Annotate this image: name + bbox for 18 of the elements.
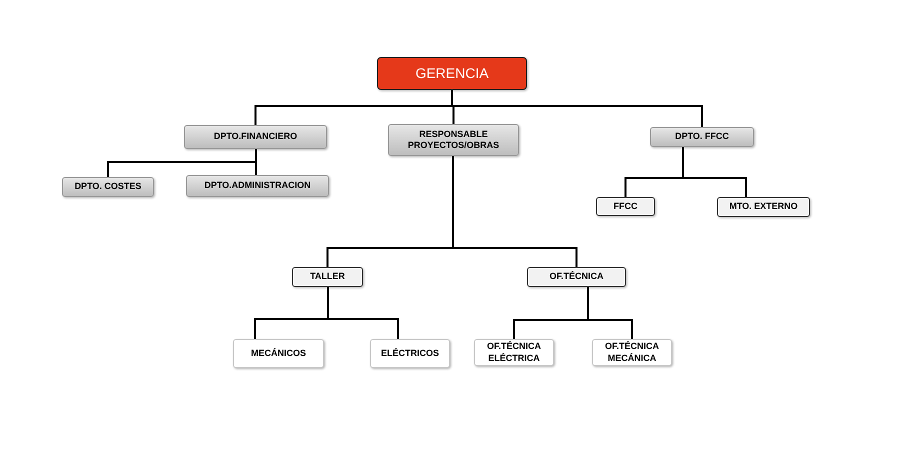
org-box: RESPONSABLE PROYECTOS/OBRAS: [388, 124, 519, 156]
connector-line: [587, 287, 633, 339]
org-box: MTO. EXTERNO: [717, 197, 810, 217]
connector-line: [452, 156, 578, 267]
connector-line: [255, 149, 257, 175]
org-box: MECÁNICOS: [233, 339, 324, 368]
org-box: GERENCIA: [377, 57, 527, 90]
org-box: OF.TÉCNICA ELÉCTRICA: [474, 339, 554, 366]
org-box: OF.TÉCNICA: [527, 267, 626, 287]
org-box: TALLER: [292, 267, 363, 287]
org-box: FFCC: [596, 197, 655, 216]
org-box: OF.TÉCNICA MECÁNICA: [592, 339, 672, 366]
org-box: DPTO.FINANCIERO: [184, 125, 327, 149]
org-box: DPTO. FFCC: [650, 127, 754, 147]
connector-line: [327, 287, 399, 339]
org-box: ELÉCTRICOS: [370, 339, 450, 368]
org-box: DPTO. COSTES: [62, 177, 154, 197]
org-box: DPTO.ADMINISTRACION: [186, 175, 329, 197]
